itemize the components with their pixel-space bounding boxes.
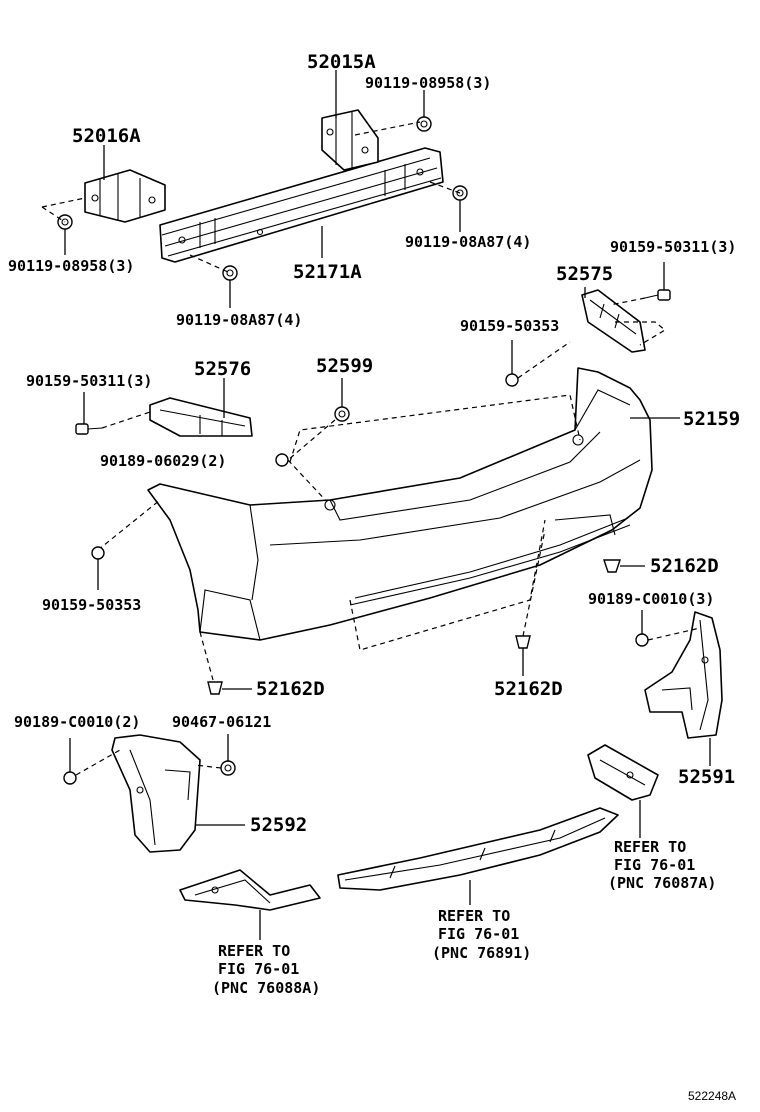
clip-90467-06121[interactable] [220,760,236,776]
label-52162D-right: 52162D [650,555,719,577]
alignment-line [41,206,66,223]
label-52162D-center: 52162D [494,678,563,700]
label-90189-06029: 90189-06029(2) [100,452,226,470]
label-52159: 52159 [683,408,740,430]
label-90189-C0010-left: 90189-C0010(2) [14,713,140,731]
label-52015A: 52015A [307,51,376,73]
nut-90119-08958-top[interactable] [416,116,432,132]
bumper-cover-52159[interactable] [147,367,653,641]
label-52576: 52576 [194,358,251,380]
label-90119-08A87-right: 90119-08A87(4) [405,233,531,251]
lower-cover-right-76087A[interactable] [587,744,659,801]
bracket-52016A[interactable] [84,169,166,223]
bumper-reinforcement-52171A[interactable] [159,147,444,263]
label-52171A: 52171A [293,261,362,283]
alignment-line [615,321,667,346]
reference-note-center: REFER TO FIG 76-01 (PNC 76891) [432,907,531,962]
screw-90159-50353-top[interactable] [505,373,519,387]
clip-52162D-left[interactable] [207,681,223,695]
alignment-line [517,341,571,379]
label-52592: 52592 [250,814,307,836]
screw-90189-C0010-left[interactable] [63,771,77,785]
alignment-line [101,411,151,429]
reference-line: FIG 76-01 [438,925,519,943]
label-52016A: 52016A [72,125,141,147]
label-90189-C0010-right: 90189-C0010(3) [588,590,714,608]
reference-note-right: REFER TO FIG 76-01 (PNC 76087A) [608,838,716,892]
label-52575: 52575 [556,263,613,285]
label-52599: 52599 [316,355,373,377]
lower-cover-left-76088A[interactable] [179,869,321,911]
mudguard-52591[interactable] [644,611,723,739]
reference-line: REFER TO [218,942,290,960]
mudguard-52592[interactable] [111,734,201,853]
alignment-line [289,394,581,463]
alignment-line [287,459,331,506]
alignment-line [189,254,229,273]
screw-90159-50311-left[interactable] [75,423,103,435]
screw-90189-C0010-right[interactable] [635,633,649,647]
label-90159-50353-top: 90159-50353 [460,317,559,335]
retainer-52576[interactable] [149,397,253,437]
label-52162D-left: 52162D [256,678,325,700]
reference-note-left: REFER TO FIG 76-01 (PNC 76088A) [212,942,320,997]
alignment-line [349,519,546,651]
label-90119-08958-left: 90119-08958(3) [8,257,134,275]
diagram-id: 522248A [688,1089,736,1103]
label-90119-08958-top: 90119-08958(3) [365,74,491,92]
label-90159-50353-left: 90159-50353 [42,596,141,614]
label-90467-06121: 90467-06121 [172,713,271,731]
retainer-52575[interactable] [581,289,646,353]
label-90159-50311-left: 90159-50311(3) [26,372,152,390]
alignment-line [522,529,546,637]
label-52591: 52591 [678,766,735,788]
alignment-line [194,764,222,769]
alignment-line [609,297,646,306]
screw-90159-50353-left[interactable] [91,546,105,560]
reference-line: REFER TO [438,907,510,925]
screw-90189-06029[interactable] [275,453,289,467]
reference-line: (PNC 76088A) [212,979,320,997]
alignment-line [41,197,86,208]
clip-52162D-right[interactable] [603,559,621,573]
alignment-line [287,419,336,461]
alignment-line [97,499,161,551]
reference-line: (PNC 76087A) [608,874,716,892]
bracket-52015A[interactable] [321,109,379,171]
screw-90159-50311-right[interactable] [644,289,671,301]
nut-90119-08A87-bottom[interactable] [222,265,238,281]
clip-52162D-center[interactable] [515,635,531,649]
label-90159-50311-right: 90159-50311(3) [610,238,736,256]
reference-line: FIG 76-01 [218,960,299,978]
reference-line: (PNC 76891) [432,944,531,962]
alignment-line [354,121,421,136]
lower-spoiler-center-76891[interactable] [337,807,619,891]
alignment-line [199,631,214,681]
label-90119-08A87-bottom: 90119-08A87(4) [176,311,302,329]
clip-52599[interactable] [334,406,350,422]
reference-line: REFER TO [614,838,686,856]
reference-line: FIG 76-01 [614,856,695,874]
